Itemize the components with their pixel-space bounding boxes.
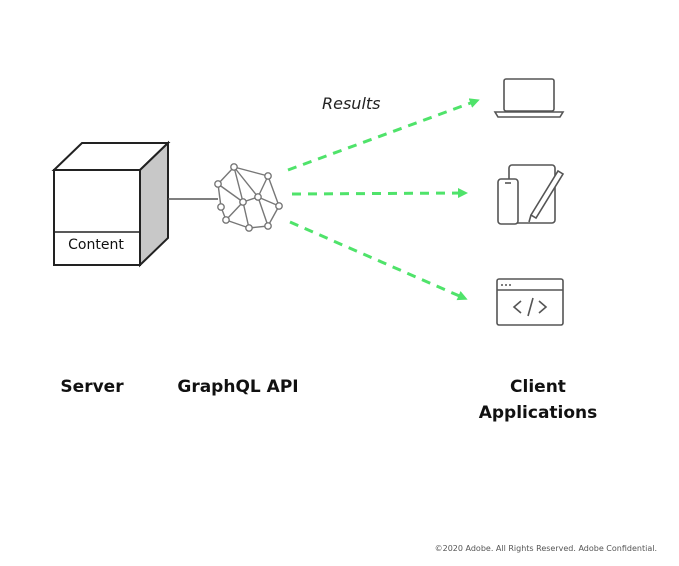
copyright-notice: ©2020 Adobe. All Rights Reserved. Adobe … bbox=[434, 544, 657, 553]
graphql-network-icon bbox=[214, 163, 283, 232]
results-arrow-tablet bbox=[291, 188, 468, 199]
laptop-icon bbox=[493, 78, 565, 118]
graphql-api-label: GraphQL API bbox=[177, 377, 299, 397]
results-arrow-laptop bbox=[287, 98, 480, 172]
content-label: Content bbox=[68, 237, 124, 253]
client-applications-label: Client Applications bbox=[468, 374, 608, 426]
results-label: Results bbox=[322, 94, 381, 113]
tablet-phone-pen-icon bbox=[497, 164, 565, 225]
client-label-line2: Applications bbox=[478, 403, 598, 423]
server-cube-icon bbox=[51, 140, 171, 268]
client-label-line1: Client bbox=[510, 377, 566, 397]
results-arrow-web bbox=[289, 220, 468, 301]
code-window-icon bbox=[496, 278, 564, 326]
server-label: Server bbox=[60, 377, 124, 397]
